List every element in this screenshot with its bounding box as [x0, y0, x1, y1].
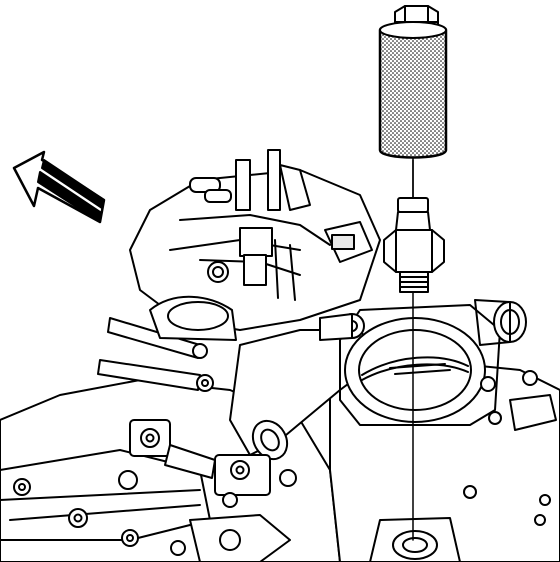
sensor-port	[369, 517, 461, 562]
intake-plenum	[129, 149, 381, 331]
throttle-body	[339, 304, 501, 426]
vacuum-hoses	[97, 295, 237, 392]
knurled-socket-icon	[378, 5, 448, 199]
lower-brackets	[118, 419, 297, 562]
hex-sensor-icon	[383, 197, 445, 293]
forward-arrow-icon	[12, 150, 106, 224]
right-fittings	[319, 299, 557, 526]
